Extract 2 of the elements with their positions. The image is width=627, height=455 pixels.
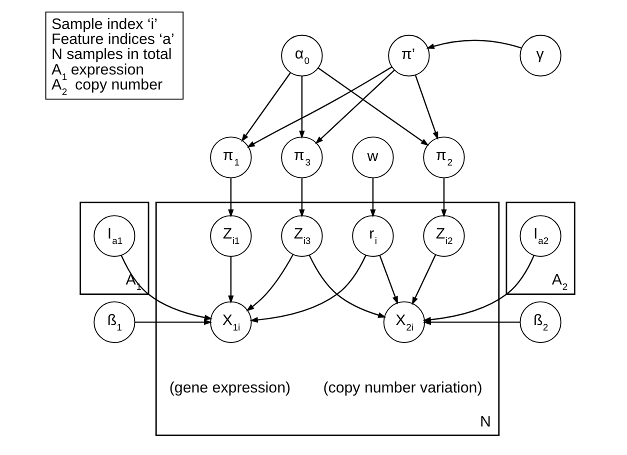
node-label: (copy number variation) <box>322 380 482 397</box>
node-label: (gene expression) <box>168 380 290 397</box>
